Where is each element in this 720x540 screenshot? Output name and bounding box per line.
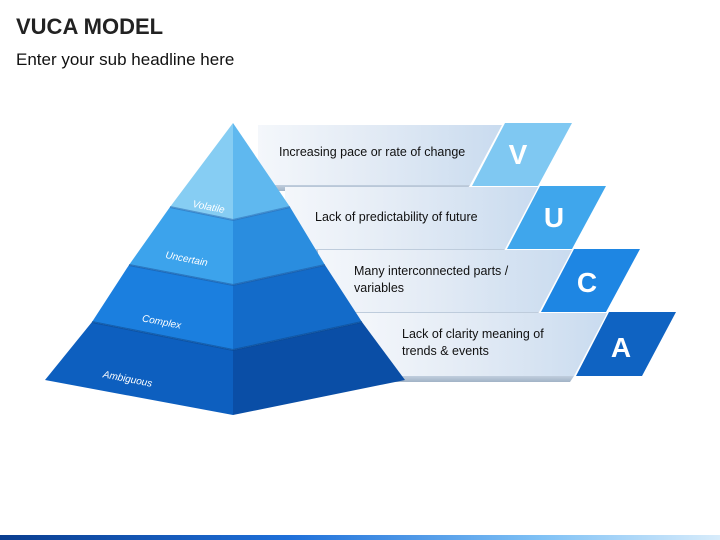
desc-volatile: Increasing pace or rate of change xyxy=(279,145,465,159)
tier-separator-3 xyxy=(91,321,363,352)
tab-volatile xyxy=(472,123,572,186)
row-complex: C Many interconnected parts / variables xyxy=(318,249,640,318)
tab-complex xyxy=(541,249,640,312)
desc-ambiguous-line1: Lack of clarity meaning of xyxy=(402,327,544,341)
tier-ambiguous-left xyxy=(45,322,233,415)
tier-volatile-left xyxy=(170,123,233,220)
tier-separator-2 xyxy=(128,264,326,287)
row-volatile: V Increasing pace or rate of change xyxy=(258,123,572,191)
band-ambiguous-edge xyxy=(355,376,574,382)
band-volatile xyxy=(258,125,502,185)
letter-complex: C xyxy=(577,267,597,298)
band-complex xyxy=(318,250,572,312)
tab-ambiguous xyxy=(576,312,676,376)
tier-separator-1 xyxy=(169,206,291,222)
band-uncertain xyxy=(285,187,538,249)
tier-volatile-right xyxy=(233,123,290,220)
page-subtitle: Enter your sub headline here xyxy=(16,50,235,69)
tier-uncertain-right xyxy=(233,207,325,285)
band-ambiguous xyxy=(355,313,607,376)
letter-volatile: V xyxy=(509,139,528,170)
desc-complex-line1: Many interconnected parts / xyxy=(354,264,509,278)
letter-ambiguous: A xyxy=(611,332,631,363)
footer-accent-bar xyxy=(0,535,720,540)
desc-uncertain: Lack of predictability of future xyxy=(315,210,478,224)
tier-uncertain-left xyxy=(129,207,233,285)
pyramid: Volatile Uncertain Complex Ambiguous xyxy=(45,123,405,415)
desc-complex-line2: variables xyxy=(354,281,404,295)
letter-uncertain: U xyxy=(544,202,564,233)
tier-ambiguous-right xyxy=(233,322,405,415)
row-uncertain: U Lack of predictability of future xyxy=(285,186,606,255)
desc-ambiguous-line2: trends & events xyxy=(402,344,489,358)
row-ambiguous: A Lack of clarity meaning of trends & ev… xyxy=(355,312,676,382)
page-title: VUCA MODEL xyxy=(16,14,164,39)
tab-uncertain xyxy=(507,186,606,249)
